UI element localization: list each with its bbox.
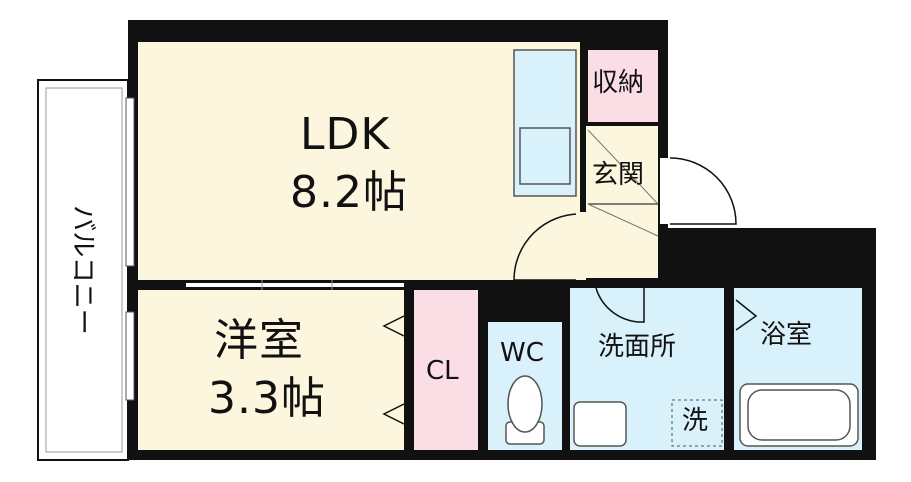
entrance-diagonal-a — [587, 129, 659, 205]
entrance-floor — [586, 126, 658, 278]
closet-door-marks — [382, 315, 405, 425]
ldk-size: 8.2帖 — [290, 167, 408, 218]
ldk-name: LDK — [300, 109, 391, 160]
kitchen-sink — [519, 127, 571, 185]
ldk-door-swing — [513, 213, 581, 281]
front-door-opening — [660, 158, 670, 224]
bathtub-inner — [747, 389, 851, 441]
balcony-inner-rail — [45, 87, 123, 453]
ldk-window — [125, 97, 135, 267]
closet-floor — [414, 290, 478, 450]
washroom-name: 洗面所 — [598, 332, 677, 362]
balcony-area — [37, 79, 129, 461]
storage-floor — [588, 50, 658, 122]
washroom-door-swing — [595, 287, 645, 323]
entrance-diagonal-b — [587, 203, 659, 237]
bath-name: 浴室 — [760, 320, 813, 350]
toilet-bowl — [507, 375, 543, 433]
balcony-name: バルコニー — [67, 205, 98, 335]
western-floor — [138, 290, 404, 450]
bath-door-marks — [735, 299, 758, 331]
closet-name: CL — [426, 356, 459, 386]
laundry-name: 洗 — [682, 406, 709, 436]
western-name: 洋室 — [214, 315, 304, 366]
western-size: 3.3帖 — [208, 373, 326, 424]
ldk-door-gap — [576, 212, 586, 280]
wc-name: WC — [500, 338, 544, 368]
ldk-floor — [138, 42, 580, 280]
storage-name: 収納 — [592, 68, 645, 98]
bathtub — [739, 383, 859, 447]
wash-basin — [573, 401, 627, 447]
laundry-space — [671, 399, 723, 447]
front-door-swing — [669, 157, 737, 225]
entrance-name: 玄関 — [592, 160, 645, 190]
western-window — [125, 311, 135, 401]
kitchen-counter — [513, 49, 577, 197]
